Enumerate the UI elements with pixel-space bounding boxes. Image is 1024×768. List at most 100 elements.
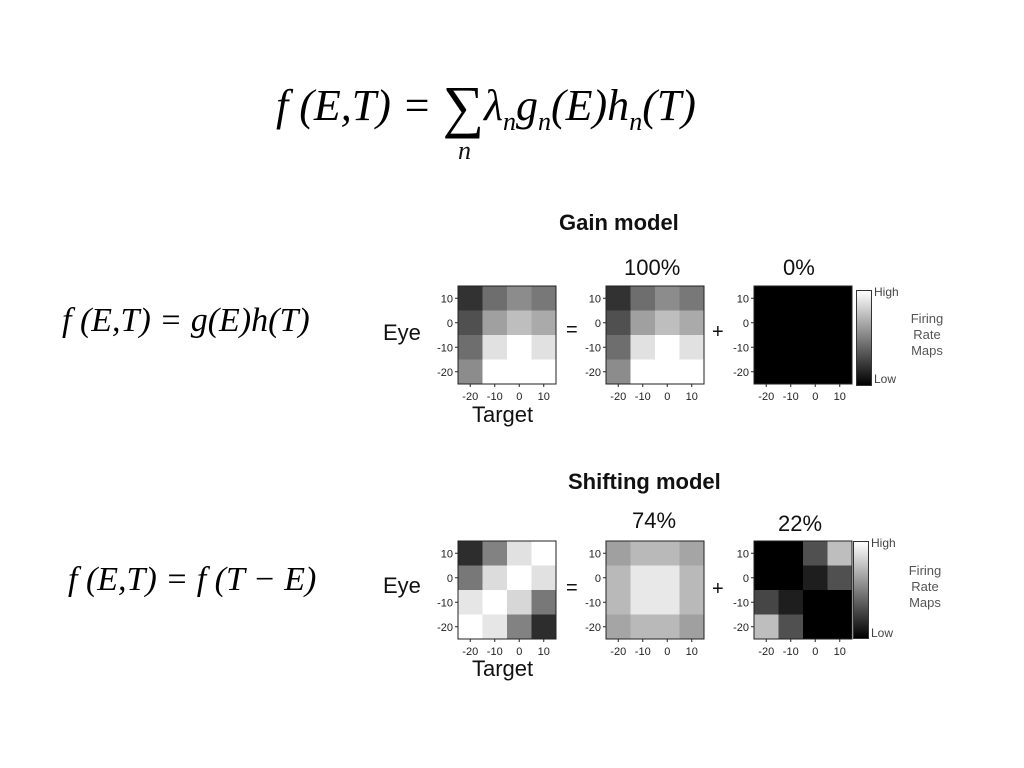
shift-eye-label: Eye xyxy=(383,573,421,598)
x-tick-label: 10 xyxy=(538,391,550,403)
heatmap-cell xyxy=(482,359,508,385)
y-tick-label: -20 xyxy=(733,367,749,379)
heatmap-cell xyxy=(655,359,680,385)
heatmap-cell xyxy=(458,310,483,336)
y-tick-label: -20 xyxy=(585,367,601,379)
heatmap-cell xyxy=(827,286,853,311)
heatmap-cell xyxy=(827,565,853,591)
heatmap-cell xyxy=(482,590,508,615)
heatmap-cell xyxy=(606,565,631,591)
heatmap-cell xyxy=(531,565,557,591)
y-tick-label: 10 xyxy=(441,548,453,560)
heatmap-frame xyxy=(605,540,705,640)
heatmap-cell xyxy=(630,286,656,311)
y-tick-label: 0 xyxy=(595,318,601,330)
heatmap-cell xyxy=(778,565,804,591)
x-tick-label: 0 xyxy=(516,646,522,658)
x-tick-label: -20 xyxy=(462,391,478,403)
heatmap-frame xyxy=(753,540,853,640)
heatmap-cell xyxy=(507,614,532,640)
gain-colorbar-high: High xyxy=(874,285,899,299)
x-tick-label: -10 xyxy=(783,391,799,403)
heatmap-cell xyxy=(482,541,508,566)
caption-line-3: Maps xyxy=(909,595,941,610)
main-equation-lhs: f (E,T) = xyxy=(276,81,443,130)
x-tick-label: -20 xyxy=(610,391,626,403)
y-tick-label: -20 xyxy=(437,622,453,634)
y-tick-label: -10 xyxy=(733,342,749,354)
shift-equals-sign: = xyxy=(566,577,578,599)
heatmap-cell xyxy=(531,590,557,615)
heatmap-cell xyxy=(679,286,705,311)
shift-percent-component: 74% xyxy=(632,508,677,533)
heatmap-cell xyxy=(630,359,656,385)
gain-model-title: Gain model xyxy=(559,210,679,235)
gain-target-label: Target xyxy=(472,402,534,427)
heatmap-cell xyxy=(482,286,508,311)
y-tick-label: -20 xyxy=(437,367,453,379)
heatmap-cell xyxy=(630,310,656,336)
heatmap-cell xyxy=(630,335,656,360)
heatmap-cell xyxy=(803,335,828,360)
heatmap-cell xyxy=(754,541,779,566)
gain-percent-component: 100% xyxy=(624,255,681,280)
y-tick-label: 10 xyxy=(589,293,601,305)
heatmap-cell xyxy=(606,310,631,336)
x-tick-label: 0 xyxy=(664,391,670,403)
heatmap-cell xyxy=(679,590,705,615)
heatmap-cell xyxy=(655,590,680,615)
x-tick-label: 0 xyxy=(516,391,522,403)
caption-line-1: Firing xyxy=(908,563,942,578)
shift-colorbar-caption: Firing Rate Maps xyxy=(895,563,955,611)
heatmap-cell xyxy=(754,590,779,615)
heatmap-cell xyxy=(679,310,705,336)
heatmap-cell xyxy=(655,541,680,566)
gain-equation: f (E,T) = g(E)h(T) xyxy=(62,302,310,339)
x-tick-label: 0 xyxy=(812,646,818,658)
heatmap-cell xyxy=(606,359,631,385)
heatmap-cell xyxy=(482,614,508,640)
heatmap-cell xyxy=(754,359,779,385)
heatmap-cell xyxy=(803,310,828,336)
heatmap-cell xyxy=(827,541,853,566)
heatmap-frame xyxy=(457,285,557,385)
heatmap-cell xyxy=(482,310,508,336)
caption-line-1: Firing xyxy=(910,311,944,326)
heatmap-frame xyxy=(753,285,853,385)
heatmap-frame xyxy=(605,285,705,385)
heatmap-cell xyxy=(778,614,804,640)
x-tick-label: 10 xyxy=(834,646,846,658)
shift-colorbar xyxy=(853,541,869,639)
heatmap-cell xyxy=(754,310,779,336)
heatmap-cell xyxy=(778,310,804,336)
lambda-subscript: n xyxy=(503,106,516,136)
x-tick-label: -10 xyxy=(487,391,503,403)
x-tick-label: -20 xyxy=(758,646,774,658)
y-tick-label: -10 xyxy=(733,597,749,609)
heatmap-cell xyxy=(531,359,557,385)
shift-percent-residual: 22% xyxy=(778,511,823,536)
heatmap-cell xyxy=(754,614,779,640)
heatmap-cell xyxy=(827,310,853,336)
heatmap-cell xyxy=(458,286,483,311)
heatmap-cell xyxy=(655,335,680,360)
g-symbol: g xyxy=(516,81,538,130)
summation-symbol: ∑ xyxy=(442,74,484,139)
gain-eye-label: Eye xyxy=(383,320,421,345)
y-tick-label: 0 xyxy=(743,573,749,585)
heatmap-frame xyxy=(457,540,557,640)
y-tick-label: 0 xyxy=(447,573,453,585)
heatmap-cell xyxy=(655,286,680,311)
shift-colorbar-low: Low xyxy=(871,626,894,640)
x-tick-label: 10 xyxy=(686,646,698,658)
heatmap-cell xyxy=(507,310,532,336)
y-tick-label: -10 xyxy=(437,597,453,609)
heatmap-cell xyxy=(803,359,828,385)
y-tick-label: 10 xyxy=(441,293,453,305)
heatmap-cell xyxy=(803,590,828,615)
heatmap-cell xyxy=(482,565,508,591)
heatmap-cell xyxy=(827,359,853,385)
